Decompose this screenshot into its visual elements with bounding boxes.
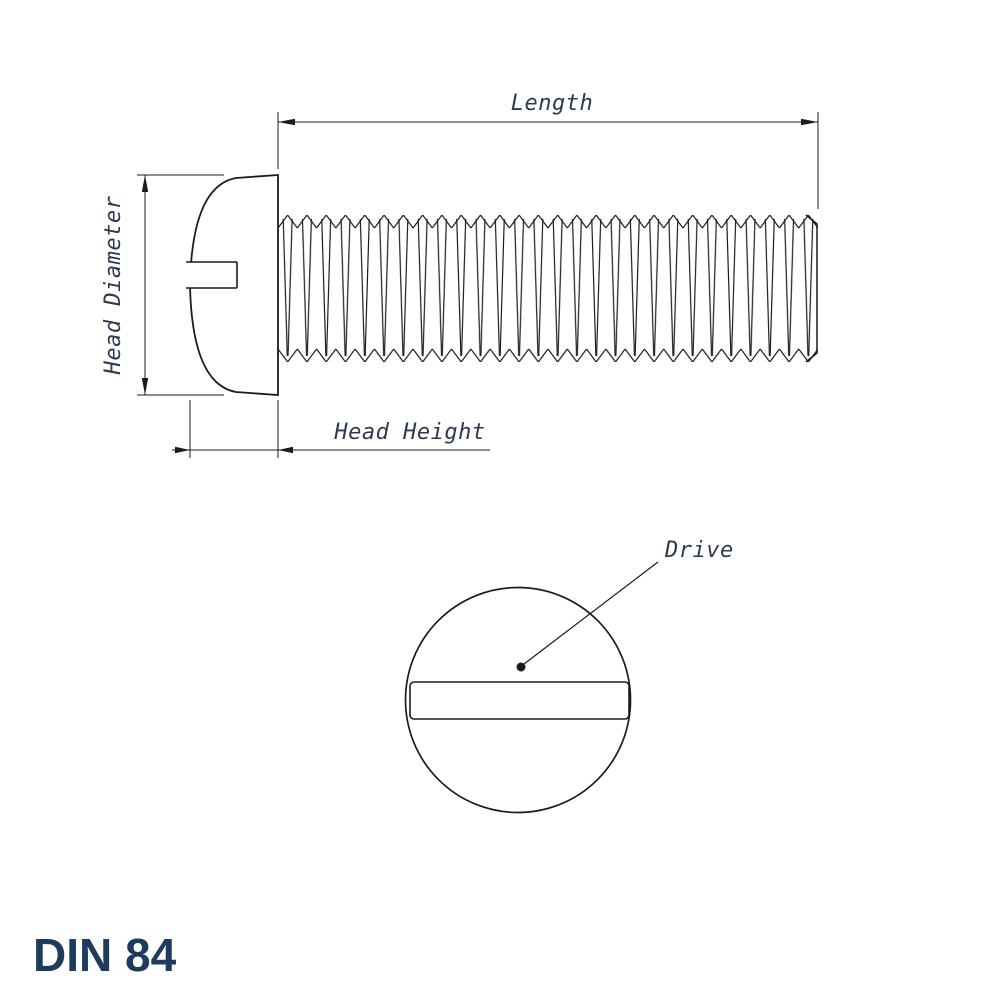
- drive-leader-dot: [516, 662, 526, 672]
- head-height-arrow-right: [278, 446, 293, 454]
- dimension-length: Length: [277, 91, 819, 209]
- drive-callout: Drive: [516, 538, 734, 672]
- head-diameter-arrow-top: [141, 175, 149, 192]
- thread-pattern: [278, 215, 818, 362]
- head-diameter-label: Head Diameter: [101, 195, 126, 375]
- drawing-title: DIN 84: [33, 929, 177, 981]
- slot-drive: [409, 681, 630, 720]
- dimension-head-diameter: Head Diameter: [101, 174, 224, 396]
- dimension-head-height: Head Height: [172, 400, 490, 458]
- drive-label: Drive: [664, 538, 734, 563]
- slot-mask: [182, 261, 235, 289]
- head-diameter-extension-lines: [137, 174, 224, 396]
- head-height-extension-lines: [189, 400, 279, 458]
- head-diameter-arrow-bottom: [141, 378, 149, 395]
- head-height-label: Head Height: [333, 420, 485, 445]
- side-view: [182, 174, 818, 396]
- length-label: Length: [511, 91, 593, 116]
- slot-side-lines: [186, 261, 238, 289]
- length-arrow-left: [278, 118, 295, 126]
- length-extension-lines: [277, 112, 819, 209]
- shaft-end-chamfer: [805, 214, 818, 363]
- head-height-arrow-left: [175, 446, 190, 454]
- drive-leader-line: [523, 561, 659, 665]
- length-arrow-right: [801, 118, 818, 126]
- bottom-view: [404, 586, 632, 814]
